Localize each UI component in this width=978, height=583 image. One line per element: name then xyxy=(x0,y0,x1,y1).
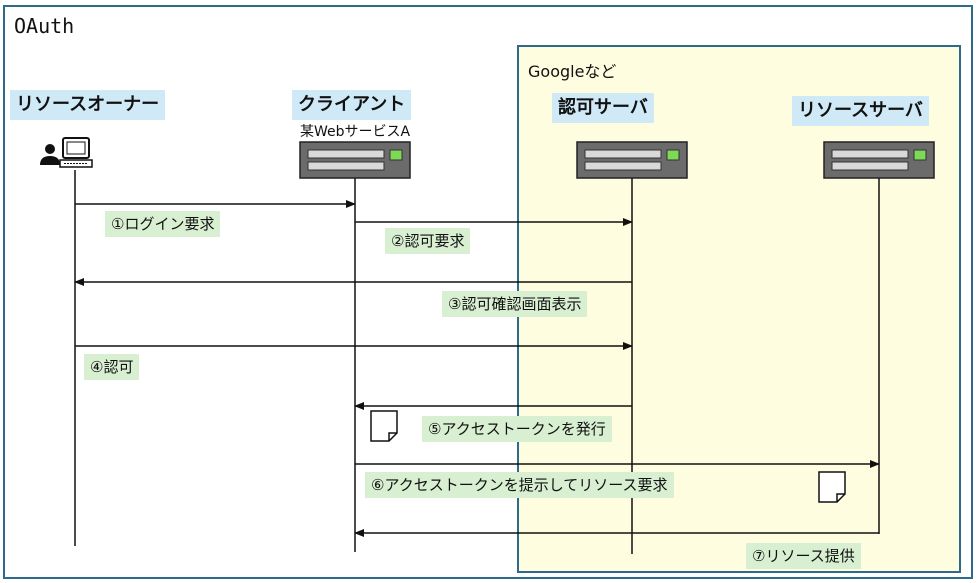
frame-title: OAuth xyxy=(14,14,75,38)
message-label-5: ⑤アクセストークンを発行 xyxy=(422,416,612,442)
region-title: Googleなど xyxy=(528,62,617,81)
actor-label-client: クライアント xyxy=(292,90,412,120)
user-computer-icon xyxy=(40,137,93,168)
actor-sublabel-client: 某WebサービスA xyxy=(300,124,411,140)
message-label-6: ⑥アクセストークンを提示してリソース要求 xyxy=(365,472,674,498)
client-server-icon xyxy=(299,141,411,179)
message-label-7: ⑦リソース提供 xyxy=(746,543,861,569)
message-label-1: ①ログイン要求 xyxy=(105,211,221,237)
actor-label-auth-server: 認可サーバ xyxy=(552,93,654,123)
actor-label-resource-server: リソースサーバ xyxy=(792,96,929,126)
actor-label-resource-owner: リソースオーナー xyxy=(10,90,166,120)
token-document-icon xyxy=(370,410,398,442)
token-document-icon-2 xyxy=(818,471,846,503)
message-label-2: ②認可要求 xyxy=(385,228,471,254)
auth-server-icon xyxy=(576,141,688,179)
message-label-4: ④認可 xyxy=(84,354,140,380)
resource-server-icon xyxy=(823,141,935,179)
message-label-3: ③認可確認画面表示 xyxy=(442,291,588,317)
